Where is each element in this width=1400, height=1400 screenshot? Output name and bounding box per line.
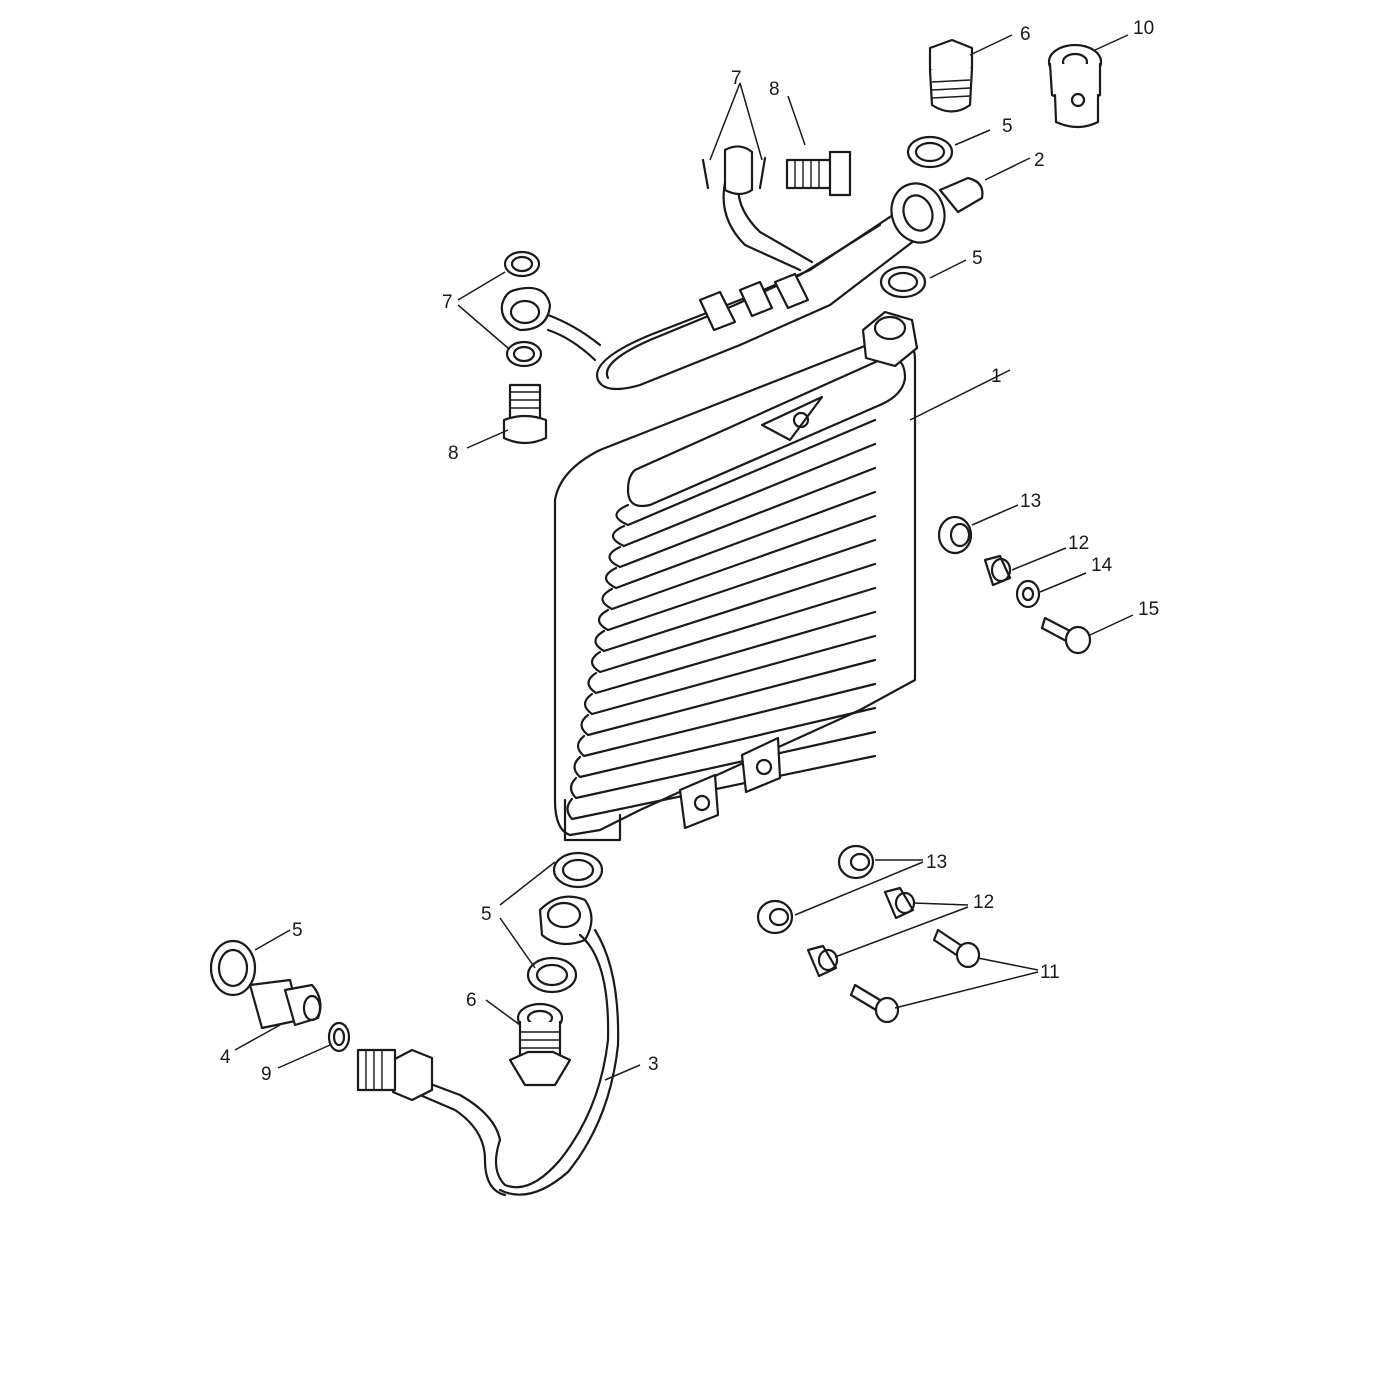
lower-oil-pipe: [209, 851, 620, 1197]
callout-13-lower: 13: [926, 852, 947, 873]
callout-7-left: 7: [442, 292, 453, 313]
callout-15: 15: [1138, 599, 1159, 620]
right-mounting-parts: [937, 515, 1092, 655]
spacer-sleeve: [983, 554, 1012, 587]
callout-11: 11: [1040, 962, 1060, 983]
callout-8-left: 8: [448, 443, 459, 464]
radiator-fin: [611, 442, 877, 548]
callout-12-upper: 12: [1068, 533, 1089, 554]
callout-5-left: 5: [292, 920, 303, 941]
radiator-fin: [573, 706, 877, 779]
callout-8-top: 8: [769, 79, 780, 100]
callout-5-upper: 5: [972, 248, 983, 269]
callout-9: 9: [261, 1064, 272, 1085]
adaptor-fitting: [1047, 43, 1103, 129]
radiator-fin: [615, 418, 877, 527]
radiator-fin: [597, 538, 877, 632]
radiator-fin: [580, 658, 877, 737]
callout-6-top: 6: [1020, 24, 1031, 45]
leader-lines: [234, 34, 1134, 1081]
callout-3: 3: [648, 1054, 659, 1075]
sealing-washer: [906, 135, 954, 169]
callout-1: 1: [991, 366, 1002, 387]
callout-4: 4: [220, 1047, 231, 1068]
radiator-fin: [587, 610, 877, 695]
union-fitting: [248, 978, 322, 1030]
callout-13-upper: 13: [1020, 491, 1041, 512]
radiator-fin: [583, 634, 877, 716]
callout-12-lower: 12: [973, 892, 994, 913]
upper-fittings: [502, 38, 1103, 445]
callout-5-lower: 5: [481, 904, 492, 925]
o-ring: [327, 1021, 351, 1053]
callout-14: 14: [1091, 555, 1113, 576]
banjo-bolt-lower: [508, 1002, 572, 1087]
radiator-fin: [569, 730, 877, 800]
banjo-bolt-upper: [928, 38, 974, 113]
rubber-grommet: [937, 515, 973, 555]
upper-oil-pipe: [500, 145, 984, 391]
radiator-fin: [594, 562, 877, 653]
callout-labels: 1 2 3 4 5 5 5 5 5 6 6 7 7 8 8 9 10 11 12…: [220, 18, 1159, 1085]
radiator-fin: [601, 514, 877, 611]
radiator-fin: [604, 490, 877, 590]
callout-7-top: 7: [731, 68, 742, 89]
callout-5-top: 5: [1002, 116, 1013, 137]
oil-cooler-radiator: [553, 310, 919, 842]
banjo-bolt-vertical: [502, 383, 548, 445]
radiator-fin: [576, 682, 877, 758]
radiator-fin: [608, 466, 877, 569]
radiator-fin: [566, 754, 877, 821]
banjo-bolt-horizontal: [785, 150, 852, 197]
callout-6-lower: 6: [466, 990, 477, 1011]
callout-2: 2: [1034, 150, 1045, 171]
washer-small: [1015, 579, 1041, 609]
callout-10: 10: [1133, 18, 1154, 39]
radiator-fin: [590, 586, 877, 674]
